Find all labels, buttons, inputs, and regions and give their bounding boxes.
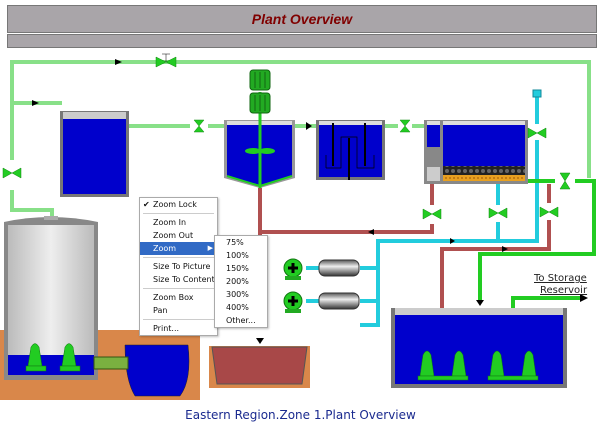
flow-arrow-icon bbox=[32, 100, 39, 106]
flow-arrow-icon bbox=[580, 294, 588, 302]
flow-arrow-icon bbox=[256, 338, 264, 344]
clearwell bbox=[391, 308, 567, 388]
intake-tank bbox=[0, 216, 200, 400]
baffle-tank bbox=[316, 120, 385, 180]
intake-pump-icon bbox=[25, 343, 81, 372]
check-icon: ✔ bbox=[143, 200, 150, 209]
menu-separator bbox=[143, 257, 214, 258]
context-menu: ✔Zoom Lock Zoom In Zoom Out Zoom▶ Size T… bbox=[139, 197, 218, 336]
flow-arrow-icon bbox=[306, 122, 312, 130]
zoom-option-other[interactable]: Other... bbox=[226, 316, 256, 325]
valve-icon[interactable] bbox=[527, 127, 547, 139]
menu-item-print[interactable]: Print... bbox=[153, 324, 180, 333]
flow-arrow-icon bbox=[115, 59, 122, 65]
menu-item-zoom-in[interactable]: Zoom In bbox=[153, 218, 187, 227]
menu-item-zoom-lock[interactable]: ✔Zoom Lock bbox=[143, 200, 197, 209]
blower-1[interactable] bbox=[283, 258, 360, 280]
zoom-submenu: 75% 100% 150% 200% 300% 400% Other... bbox=[214, 235, 268, 328]
page-title: Plant Overview bbox=[251, 11, 353, 27]
menu-item-size-to-picture[interactable]: Size To Picture bbox=[153, 262, 211, 271]
mixer-tank bbox=[224, 92, 295, 188]
menu-item-pan[interactable]: Pan bbox=[153, 306, 168, 315]
valve-icon[interactable] bbox=[539, 206, 559, 218]
sludge-basin bbox=[209, 346, 310, 388]
valve-icon[interactable] bbox=[559, 172, 571, 190]
valve-icon[interactable] bbox=[2, 167, 22, 179]
mixer-motor-icon bbox=[249, 69, 271, 114]
flow-arrow-icon bbox=[368, 229, 374, 235]
zoom-option-300[interactable]: 300% bbox=[226, 290, 249, 299]
flow-arrow-icon bbox=[450, 238, 455, 244]
zoom-option-100[interactable]: 100% bbox=[226, 251, 249, 260]
menu-separator bbox=[143, 213, 214, 214]
pre-tank bbox=[60, 111, 129, 197]
valve-icon[interactable] bbox=[399, 119, 411, 133]
main-feed-pipe bbox=[10, 60, 591, 370]
menu-separator bbox=[143, 288, 214, 289]
zoom-option-200[interactable]: 200% bbox=[226, 277, 249, 286]
sub-toolbar bbox=[7, 34, 597, 48]
breadcrumb-path: Eastern Region.Zone 1.Plant Overview bbox=[185, 408, 416, 422]
zoom-option-75[interactable]: 75% bbox=[226, 238, 244, 247]
menu-separator bbox=[143, 319, 214, 320]
to-storage-link-line1[interactable]: To Storage bbox=[534, 273, 587, 284]
valve-icon[interactable] bbox=[488, 207, 508, 219]
flow-arrow-icon bbox=[476, 300, 484, 306]
zoom-option-400[interactable]: 400% bbox=[226, 303, 249, 312]
blower-2[interactable] bbox=[283, 291, 360, 313]
clearwell-pump-icon bbox=[417, 350, 539, 381]
menu-item-zoom[interactable]: Zoom▶ bbox=[140, 242, 217, 255]
valve-icon[interactable] bbox=[193, 119, 205, 133]
valve-icon[interactable] bbox=[155, 53, 177, 68]
title-bar: Plant Overview bbox=[7, 5, 597, 33]
flow-arrow-icon bbox=[502, 246, 508, 252]
submenu-arrow-icon: ▶ bbox=[207, 244, 213, 252]
menu-item-size-to-content[interactable]: Size To Content bbox=[153, 275, 215, 284]
filter-tank bbox=[424, 120, 528, 184]
to-storage-link-line2[interactable]: Reservoir bbox=[540, 285, 588, 296]
backwash-inlet bbox=[532, 89, 542, 98]
valve-icon[interactable] bbox=[422, 208, 442, 220]
menu-item-zoom-out[interactable]: Zoom Out bbox=[153, 231, 194, 240]
menu-item-zoom-box[interactable]: Zoom Box bbox=[153, 293, 194, 302]
zoom-option-150[interactable]: 150% bbox=[226, 264, 249, 273]
